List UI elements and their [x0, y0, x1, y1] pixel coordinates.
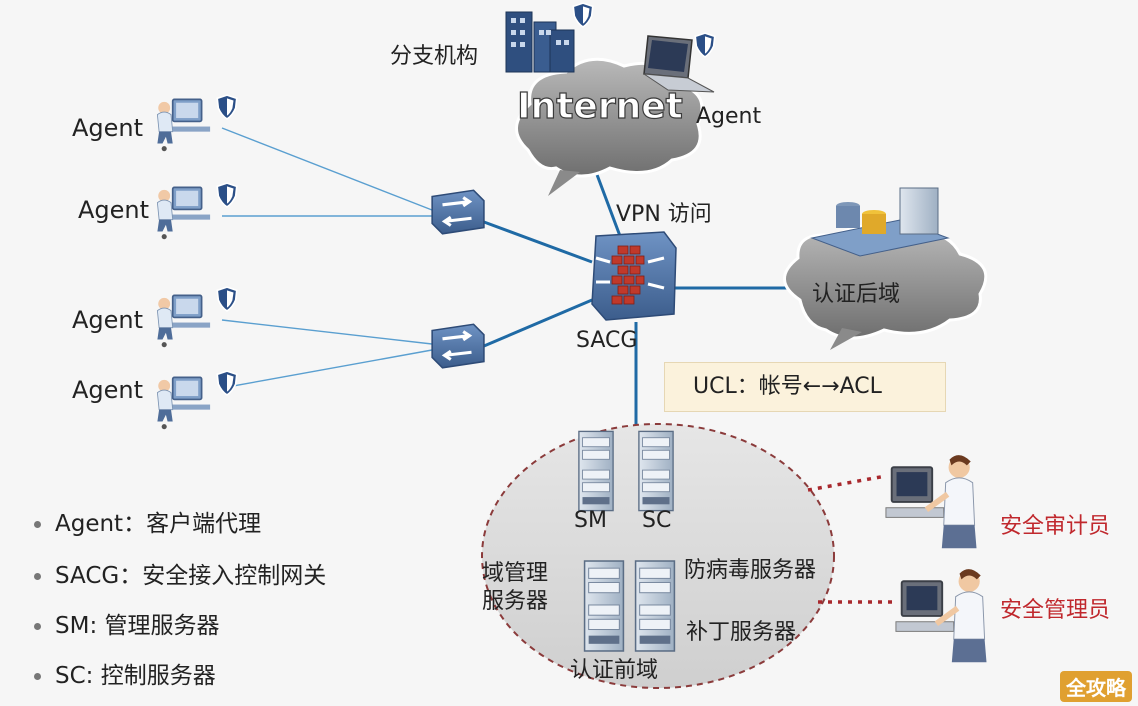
vpn-label: VPN 访问 — [616, 202, 712, 227]
pre-auth-domain-ellipse — [481, 423, 835, 689]
auditor-operator-icon — [886, 455, 977, 548]
left-agent-links — [221, 127, 433, 389]
auditor-label: 安全审计员 — [1000, 514, 1111, 539]
remote-agent-label: Agent — [696, 104, 762, 129]
shield-icon — [216, 286, 238, 312]
agent-workstation-2 — [156, 182, 238, 241]
switch-icon — [430, 188, 486, 236]
link-agent4-switch2 — [221, 349, 433, 389]
agent-workstation-4 — [156, 370, 238, 431]
agent-label-3: Agent — [72, 306, 144, 334]
link-internet-sacg — [594, 171, 622, 237]
firewall-icon — [591, 231, 677, 321]
operator-links — [807, 474, 896, 604]
legend-item-sacg: SACG：安全接入控制网关 — [34, 556, 326, 590]
bullet-icon — [34, 623, 41, 630]
ucl-box: UCL：帐号←→ACL — [664, 362, 946, 412]
bullet-icon — [34, 673, 41, 680]
domain-server-icon — [583, 560, 625, 652]
patch-server-icon — [634, 560, 676, 652]
legend-item-sc: SC: 控制服务器 — [34, 656, 216, 690]
auth-domain-cloud-icon — [783, 224, 988, 350]
link-auditor — [807, 474, 887, 492]
link-switch1-sacg — [483, 220, 593, 264]
office-building-icon — [505, 11, 575, 73]
core-links — [483, 171, 792, 436]
shield-icon — [216, 370, 238, 396]
admin-operator-icon — [896, 569, 987, 662]
sacg-label: SACG — [576, 328, 638, 353]
internet-cloud-icon — [515, 57, 704, 196]
sc-server-icon — [638, 430, 674, 512]
legend-item-sm: SM: 管理服务器 — [34, 606, 220, 640]
laptop-shield-icon — [694, 32, 716, 58]
watermark: 全攻略 — [1060, 671, 1132, 702]
link-agent3-switch2 — [221, 319, 433, 345]
bullet-icon — [34, 521, 41, 528]
laptop-icon — [643, 35, 715, 93]
auth-domain-servers-icon — [810, 187, 950, 257]
sc-label: SC — [642, 508, 672, 533]
agent-label-1: Agent — [72, 114, 144, 142]
internet-label: Internet — [517, 86, 683, 127]
agent-label-2: Agent — [78, 196, 150, 224]
bullet-icon — [34, 573, 41, 580]
agent-label-4: Agent — [72, 376, 144, 404]
domain-mgmt-label: 域管理 服务器 — [482, 561, 549, 614]
pre-domain-label: 认证前域 — [570, 658, 659, 683]
auth-domain-label: 认证后域 — [812, 282, 901, 307]
branch-label: 分支机构 — [390, 44, 479, 69]
agent-workstation-3 — [156, 286, 238, 349]
link-switch2-sacg — [483, 298, 593, 348]
admin-label: 安全管理员 — [1000, 598, 1111, 623]
workstation-icon — [156, 98, 211, 153]
branch-shield-icon — [572, 2, 594, 28]
workstation-icon — [156, 376, 211, 431]
switch-icon — [430, 322, 486, 370]
shield-icon — [216, 94, 238, 120]
sm-server-icon — [578, 430, 614, 512]
patch-label: 补丁服务器 — [686, 620, 797, 645]
antivirus-label: 防病毒服务器 — [684, 558, 817, 583]
workstation-icon — [156, 186, 211, 241]
shield-icon — [216, 182, 238, 208]
legend-item-agent: Agent：客户端代理 — [34, 504, 261, 538]
link-agent1-switch1 — [221, 127, 433, 211]
workstation-icon — [156, 294, 211, 349]
sm-label: SM — [574, 508, 607, 533]
agent-workstation-1 — [156, 94, 238, 153]
